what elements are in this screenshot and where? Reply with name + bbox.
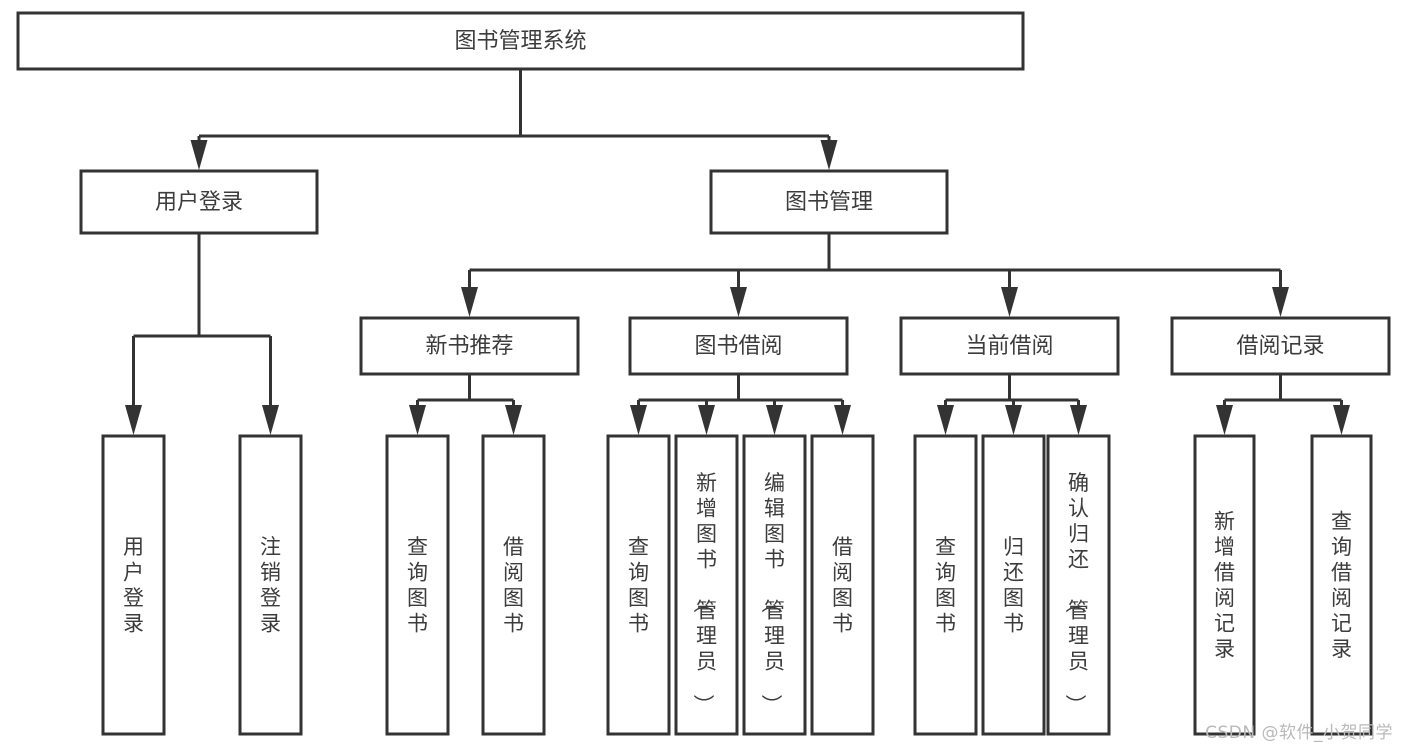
arrow-head-icon (461, 287, 478, 317)
node-box[interactable] (1046, 434, 1111, 736)
node-leaf-add-book[interactable]: 新增图书（管理员） (674, 434, 739, 736)
node-label: 用户登录 (123, 535, 144, 636)
node-label: 编辑图书（管理员） (759, 471, 785, 715)
arrow-head-icon (190, 140, 208, 170)
arrow-head-icon (834, 405, 851, 435)
node-box[interactable] (359, 316, 580, 376)
node-leaf-query-book-rec[interactable]: 查询图书 (385, 434, 450, 736)
node-label: 查询借阅记录 (1331, 509, 1352, 661)
node-label: 图书管理系统 (454, 29, 586, 54)
arrow-head-icon (1216, 405, 1233, 435)
node-label: 归还图书 (1003, 535, 1024, 636)
node-leaf-edit-book[interactable]: 编辑图书（管理员） (742, 434, 807, 736)
node-current-borrow[interactable]: 当前借阅 (899, 316, 1120, 376)
node-label: 借阅记录 (1236, 334, 1324, 359)
node-box[interactable] (79, 169, 319, 235)
arrow-head-icon (409, 405, 426, 435)
arrow-head-icon (1333, 405, 1350, 435)
arrow-head-icon (698, 405, 715, 435)
node-new-book-recommend[interactable]: 新书推荐 (359, 316, 580, 376)
node-box[interactable] (899, 316, 1120, 376)
node-leaf-query-book-cur[interactable]: 查询图书 (913, 434, 978, 736)
node-box[interactable] (16, 11, 1025, 71)
node-borrow-record[interactable]: 借阅记录 (1170, 316, 1391, 376)
connector-group (937, 374, 1087, 435)
node-leaf-return-book[interactable]: 归还图书 (981, 434, 1046, 736)
node-box[interactable] (238, 434, 303, 736)
node-leaf-confirm-return[interactable]: 确认归还（管理员） (1046, 434, 1111, 736)
node-box[interactable] (913, 434, 978, 736)
connector-group (1216, 374, 1350, 435)
arrow-head-icon (1272, 287, 1289, 317)
nodes-layer: 图书管理系统用户登录图书管理新书推荐图书借阅当前借阅借阅记录用户登录注销登录查询… (16, 11, 1391, 736)
arrow-head-icon (1005, 405, 1022, 435)
node-box[interactable] (742, 434, 807, 736)
arrow-head-icon (1001, 287, 1018, 317)
node-box[interactable] (810, 434, 875, 736)
node-box[interactable] (1193, 434, 1256, 736)
node-user-login[interactable]: 用户登录 (79, 169, 319, 235)
csdn-watermark: CSDN @软件_小贺同学 (1205, 723, 1393, 743)
node-label: 用户登录 (155, 190, 243, 215)
node-leaf-user-login[interactable]: 用户登录 (101, 434, 166, 736)
connector-group (409, 374, 522, 435)
node-box[interactable] (1310, 434, 1373, 736)
connector-group (461, 233, 1289, 317)
arrow-head-icon (730, 287, 747, 317)
node-label: 注销登录 (260, 535, 281, 636)
node-box[interactable] (981, 434, 1046, 736)
node-leaf-add-record[interactable]: 新增借阅记录 (1193, 434, 1256, 736)
node-leaf-borrow-book-rec[interactable]: 借阅图书 (481, 434, 546, 736)
node-book-manage[interactable]: 图书管理 (709, 169, 949, 235)
node-label: 查询图书 (407, 535, 428, 636)
arrow-head-icon (630, 405, 647, 435)
node-label: 图书管理 (785, 190, 873, 215)
node-leaf-query-record[interactable]: 查询借阅记录 (1310, 434, 1373, 736)
node-label: 新增借阅记录 (1214, 509, 1235, 661)
connectors-layer (125, 69, 1350, 435)
node-label: 图书借阅 (694, 334, 782, 359)
node-label: 新书推荐 (425, 334, 513, 359)
connector-group (630, 374, 851, 435)
node-box[interactable] (481, 434, 546, 736)
node-label: 查询图书 (935, 535, 956, 636)
node-leaf-logout[interactable]: 注销登录 (238, 434, 303, 736)
node-book-borrow[interactable]: 图书借阅 (628, 316, 849, 376)
arrow-head-icon (937, 405, 954, 435)
node-box[interactable] (674, 434, 739, 736)
node-label: 确认归还（管理员） (1063, 471, 1089, 715)
node-label: 借阅图书 (503, 535, 524, 636)
node-label: 当前借阅 (965, 334, 1053, 359)
node-box[interactable] (606, 434, 671, 736)
connector-group (125, 233, 279, 435)
node-box[interactable] (385, 434, 450, 736)
node-box[interactable] (709, 169, 949, 235)
node-label: 查询图书 (628, 535, 649, 636)
arrow-head-icon (125, 405, 142, 435)
arrow-head-icon (766, 405, 783, 435)
node-box[interactable] (1170, 316, 1391, 376)
node-label: 新增图书（管理员） (691, 471, 717, 715)
arrow-head-icon (820, 140, 838, 170)
node-label: 借阅图书 (832, 535, 853, 636)
arrow-head-icon (1070, 405, 1087, 435)
node-leaf-query-book-borrow[interactable]: 查询图书 (606, 434, 671, 736)
arrow-head-icon (505, 405, 522, 435)
arrow-head-icon (262, 405, 279, 435)
connector-group (190, 69, 838, 170)
node-box[interactable] (628, 316, 849, 376)
node-box[interactable] (101, 434, 166, 736)
node-root[interactable]: 图书管理系统 (16, 11, 1025, 71)
node-leaf-borrow-book[interactable]: 借阅图书 (810, 434, 875, 736)
